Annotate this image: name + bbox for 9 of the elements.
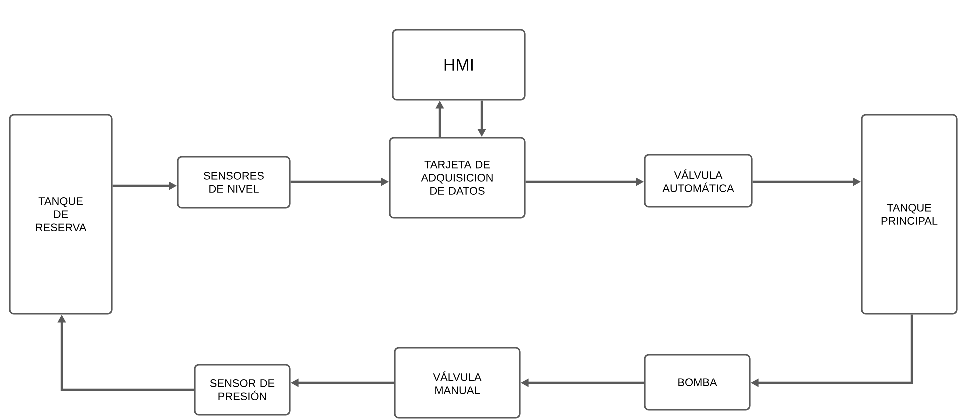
process-box: TANQUE DE RESERVA — [9, 114, 113, 315]
process-box: TARJETA DE ADQUISICION DE DATOS — [389, 137, 526, 219]
process-box: HMI — [392, 29, 526, 101]
process-box: SENSOR DE PRESIÓN — [194, 364, 291, 416]
process-box: TANQUE PRINCIPAL — [861, 114, 958, 315]
process-box: VÁLVULA AUTOMÁTICA — [644, 154, 753, 208]
process-box: BOMBA — [644, 354, 751, 411]
process-box: SENSORES DE NIVEL — [177, 156, 291, 209]
process-box: VÁLVULA MANUAL — [394, 347, 521, 419]
